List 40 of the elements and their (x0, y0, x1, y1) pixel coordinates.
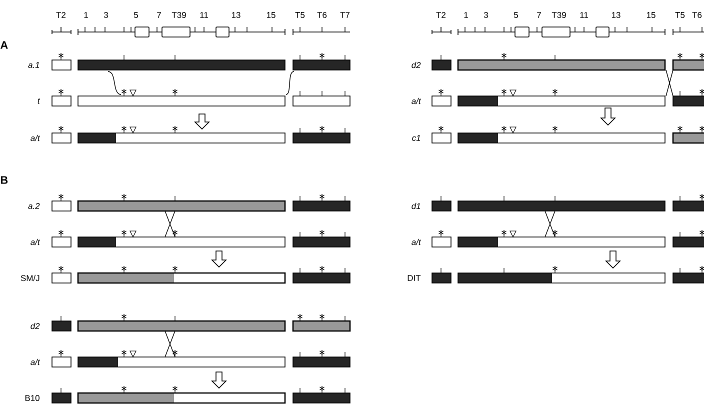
map-label: 1 (464, 12, 468, 18)
map-label: T7 (340, 12, 350, 18)
row-label: a/t (30, 358, 40, 366)
row-label: a.1 (28, 62, 40, 68)
row-label: B10 (25, 395, 40, 401)
map-label: 3 (104, 12, 108, 18)
map-label: 11 (580, 12, 588, 18)
panel-label: B (0, 176, 8, 184)
map-label: T5 (295, 12, 305, 18)
map-label: T6 (692, 12, 702, 18)
row-label: a/t (412, 98, 422, 104)
map-label: 5 (514, 12, 518, 18)
row-label: SM/J (20, 274, 40, 282)
row-label: c1 (412, 135, 420, 141)
row-label: t (38, 98, 40, 104)
row-label: d2 (30, 322, 40, 330)
row-label: a.2 (28, 203, 40, 209)
map-label: T2 (436, 12, 446, 18)
row-label: DIT (408, 275, 421, 281)
map-label: 15 (646, 12, 656, 18)
map-label: 7 (157, 12, 161, 18)
map-label: T2 (56, 12, 66, 18)
panel-label: A (0, 41, 8, 49)
row-label: a/t (30, 134, 40, 142)
map-label: 3 (484, 12, 488, 18)
map-label: T39 (172, 12, 186, 18)
map-label: 5 (134, 12, 138, 18)
map-label: 15 (266, 12, 276, 18)
row-label: a/t (30, 238, 40, 246)
map-label: 1 (84, 12, 88, 18)
row-label: d2 (412, 62, 421, 68)
map-label: T5 (675, 12, 685, 18)
map-label: T6 (317, 12, 327, 18)
map-label: 13 (232, 12, 240, 18)
map-label: 13 (612, 12, 620, 18)
map-label: T39 (552, 12, 566, 18)
map-label: 7 (537, 12, 541, 18)
row-label: a/t (412, 238, 422, 246)
row-label: d1 (412, 202, 420, 210)
map-label: 11 (200, 12, 208, 18)
